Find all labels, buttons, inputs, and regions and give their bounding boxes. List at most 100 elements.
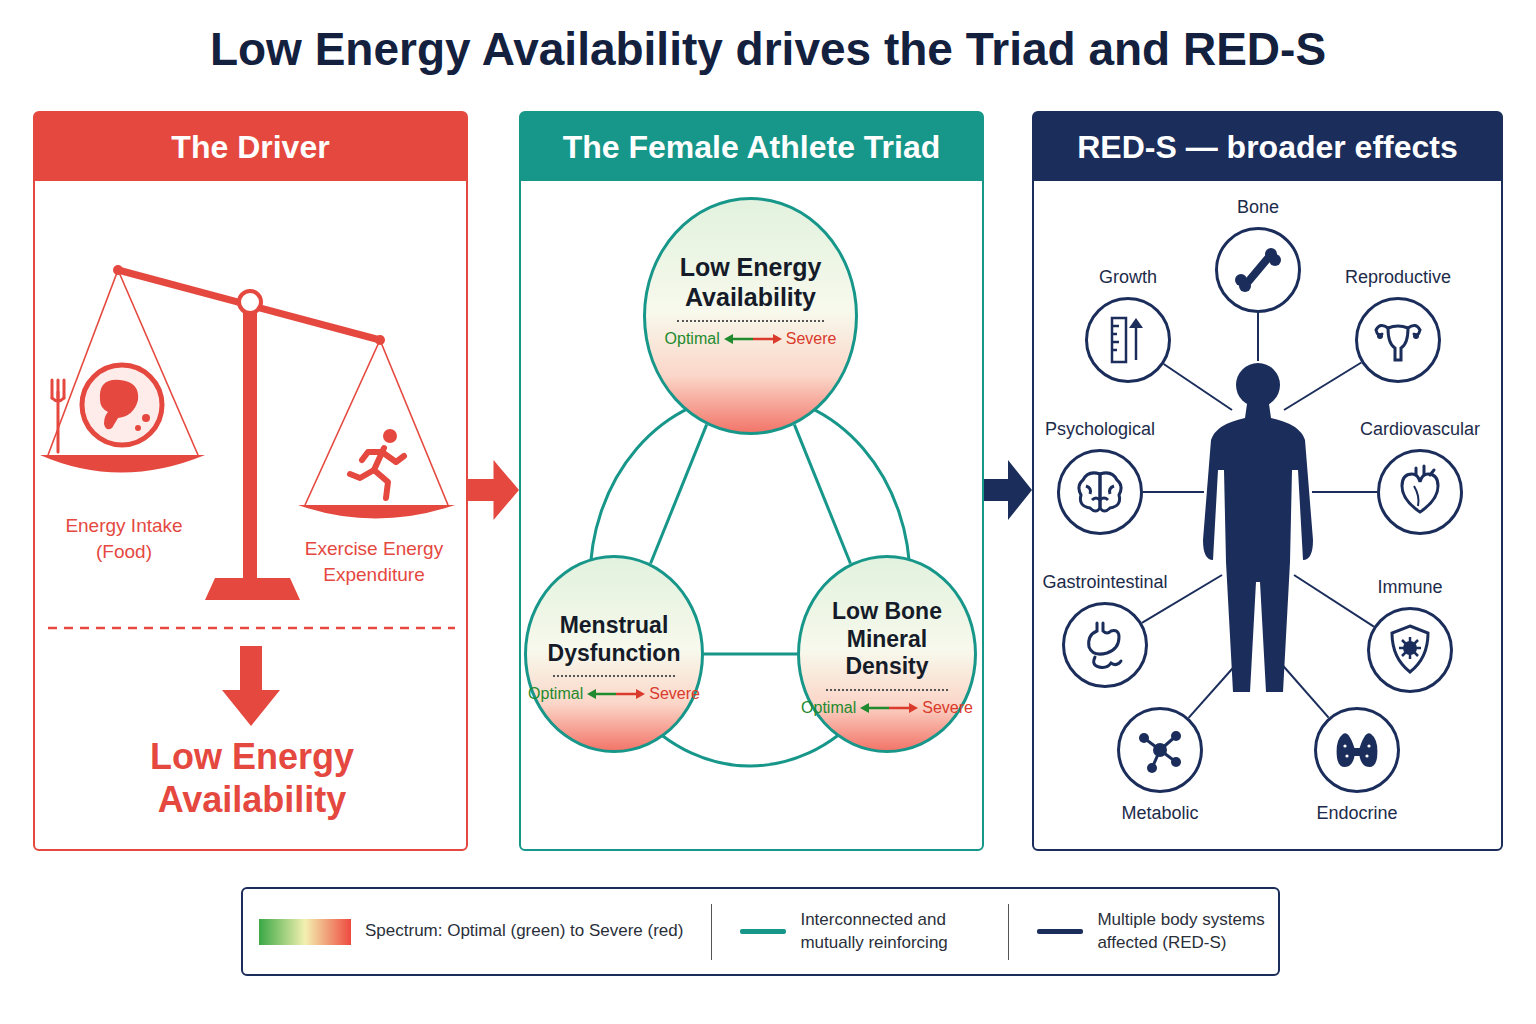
- system-icon: [1070, 462, 1130, 522]
- system-label: Metabolic: [1121, 801, 1198, 825]
- system-icon-circle: [1367, 607, 1453, 693]
- legend-text: Spectrum: Optimal (green) to Severe (red…: [365, 920, 683, 943]
- system-label: Growth: [1099, 265, 1157, 289]
- circle-title: Low Bone Mineral Density: [825, 598, 950, 681]
- runner-icon: [350, 429, 404, 498]
- triad-link: [704, 653, 797, 656]
- double-arrow: [723, 333, 783, 345]
- system-icon-circle: [1215, 227, 1301, 313]
- legend-text: Multiple body systems affected (RED-S): [1097, 909, 1277, 955]
- body-system-node: Cardiovascular: [1320, 417, 1520, 535]
- triad-link: [794, 425, 850, 564]
- spectrum-end: Severe: [786, 330, 837, 348]
- circle-title: Low Energy Availability: [661, 252, 841, 312]
- legend-text: Interconnected and mutually reinforcing: [800, 909, 980, 955]
- leader-line: [1284, 363, 1361, 410]
- dotted-rule: [826, 689, 948, 691]
- panel-text: Exercise Energy Expenditure: [294, 536, 454, 587]
- legend-divider: [711, 904, 712, 960]
- leader-line: [1164, 364, 1232, 410]
- dotted-rule: [553, 675, 675, 677]
- system-label: Psychological: [1045, 417, 1155, 441]
- panel-box: The Female Athlete TriadLow Energy Avail…: [519, 111, 984, 851]
- system-icon-circle: [1355, 297, 1441, 383]
- spectrum-row: Optimal Severe: [528, 685, 700, 703]
- system-icon: [1390, 462, 1450, 522]
- leader-line: [1294, 575, 1374, 627]
- triad-link: [651, 425, 707, 564]
- panel-text: Low Energy Availability: [102, 735, 402, 821]
- system-icon-circle: [1314, 707, 1400, 793]
- panel-title: The Driver: [171, 129, 329, 166]
- panel-box: RED-S — broader effectsBoneGrowth Reprodu…: [1032, 111, 1503, 851]
- system-label: Reproductive: [1345, 265, 1451, 289]
- body-system-node: Reproductive: [1298, 265, 1498, 383]
- system-label: Endocrine: [1316, 801, 1397, 825]
- panel-header: RED-S — broader effects: [1034, 113, 1501, 181]
- circle-title: Menstrual Dysfunction: [539, 612, 689, 667]
- body-system-node: Growth: [1028, 265, 1228, 383]
- spectrum-swatch: [259, 919, 351, 945]
- body-silhouette: [1203, 363, 1313, 692]
- body-system-node: Gastrointestinal: [1005, 570, 1205, 688]
- system-icon-circle: [1057, 449, 1143, 535]
- leader-line: [1143, 491, 1204, 493]
- body-system-node: Psychological: [1000, 417, 1200, 535]
- triad-circle: Low Energy AvailabilityOptimal Severe: [643, 197, 858, 435]
- system-icon: [1130, 720, 1190, 780]
- down-arrow: [222, 646, 280, 726]
- spectrum-row: Optimal Severe: [665, 330, 837, 348]
- panel-box: The DriverEnergy Intake (Food) Exercise E…: [33, 111, 468, 851]
- leader-line: [1257, 313, 1259, 361]
- flow-arrow: [468, 460, 519, 520]
- leader-line: [1278, 660, 1329, 718]
- system-icon-circle: [1117, 707, 1203, 793]
- leader-line: [1189, 660, 1240, 718]
- diagram-title: Low Energy Availability drives the Triad…: [0, 22, 1536, 76]
- dotted-rule: [677, 320, 823, 322]
- triad-circle: Menstrual DysfunctionOptimal Severe: [524, 555, 704, 753]
- divider-line: [48, 627, 455, 630]
- food-icon: [52, 365, 162, 452]
- body-system-node: Metabolic: [1060, 707, 1260, 825]
- panel-title: The Female Athlete Triad: [563, 129, 941, 166]
- legend-box: Spectrum: Optimal (green) to Severe (red…: [241, 887, 1280, 976]
- system-label: Gastrointestinal: [1042, 570, 1167, 594]
- system-icon: [1327, 720, 1387, 780]
- spectrum-start: Optimal: [528, 685, 583, 703]
- double-arrow: [859, 702, 919, 714]
- body-system-node: Immune: [1310, 575, 1510, 693]
- double-arrow: [586, 688, 646, 700]
- system-icon-circle: [1377, 449, 1463, 535]
- balance-scale: [40, 265, 455, 600]
- spectrum-end: Severe: [649, 685, 700, 703]
- system-icon-circle: [1085, 297, 1171, 383]
- system-icon: [1075, 615, 1135, 675]
- leader-lines: [1142, 313, 1377, 718]
- line-sample: [740, 929, 786, 934]
- line-sample: [1037, 929, 1083, 934]
- flow-arrow: [984, 460, 1032, 520]
- panel-text: Energy Intake (Food): [49, 513, 199, 564]
- spectrum-row: Optimal Severe: [801, 699, 973, 717]
- triad-circle: Low Bone Mineral DensityOptimal Severe: [797, 555, 977, 753]
- body-system-node: Endocrine: [1257, 707, 1457, 825]
- panel-header: The Driver: [35, 113, 466, 181]
- system-icon: [1368, 310, 1428, 370]
- body-system-node: Bone: [1158, 195, 1358, 313]
- leader-line: [1312, 491, 1377, 493]
- system-label: Bone: [1237, 195, 1279, 219]
- system-icon: [1380, 620, 1440, 680]
- spectrum-end: Severe: [922, 699, 973, 717]
- spectrum-start: Optimal: [801, 699, 856, 717]
- system-icon: [1228, 240, 1288, 300]
- system-icon: [1098, 310, 1158, 370]
- panel-header: The Female Athlete Triad: [521, 113, 982, 181]
- legend-divider: [1008, 904, 1009, 960]
- system-icon-circle: [1062, 602, 1148, 688]
- system-label: Immune: [1377, 575, 1442, 599]
- system-label: Cardiovascular: [1360, 417, 1480, 441]
- panel-title: RED-S — broader effects: [1077, 129, 1458, 166]
- spectrum-start: Optimal: [665, 330, 720, 348]
